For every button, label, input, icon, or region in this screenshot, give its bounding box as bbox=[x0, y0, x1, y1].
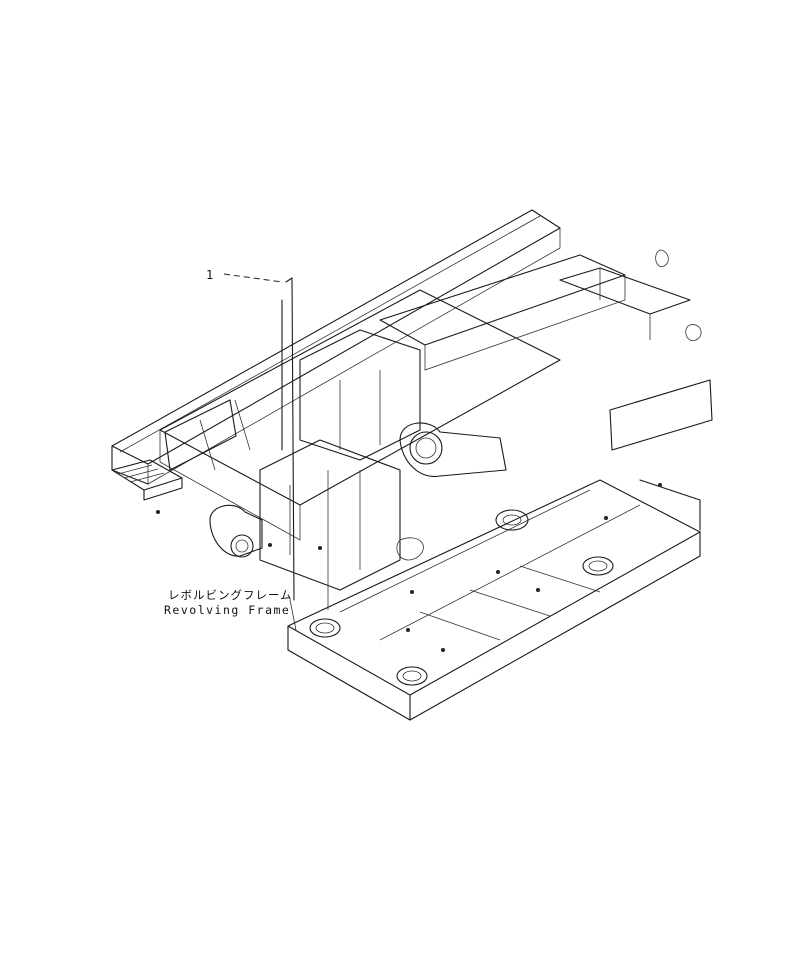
left-deck-rail bbox=[111, 209, 561, 485]
frame-label-japanese: レボルビングフレーム bbox=[168, 588, 293, 602]
main-deck-plate bbox=[159, 289, 561, 541]
callout-leader-1 bbox=[223, 273, 283, 283]
frame-label-english: Revolving Frame bbox=[164, 603, 290, 617]
center-section bbox=[209, 439, 424, 591]
lower-frame bbox=[287, 479, 701, 721]
part-1-rod bbox=[281, 277, 329, 610]
frame-label-leader bbox=[289, 599, 297, 631]
step-ladder bbox=[111, 459, 183, 501]
callout-number-1: 1 bbox=[206, 268, 213, 282]
right-side-beam bbox=[379, 249, 713, 451]
boom-foot-bracket bbox=[299, 329, 507, 478]
detail-dots bbox=[156, 483, 662, 652]
